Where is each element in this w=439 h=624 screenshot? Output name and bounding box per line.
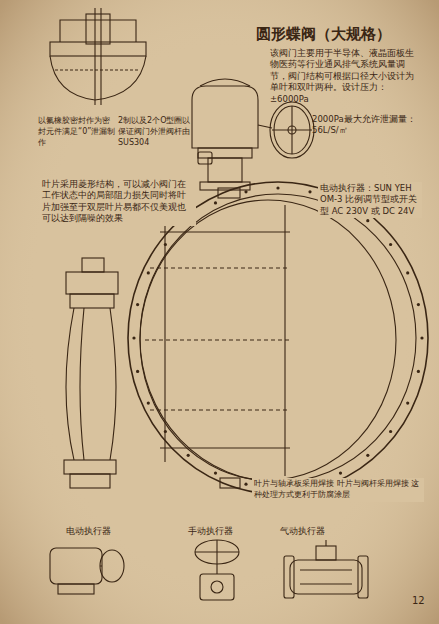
blade-note: 叶片采用菱形结构，可以减小阀门在工作状态中的局部阻力损失同时将叶片加强至于双层叶… xyxy=(40,178,196,226)
stem-note: 2制以及2个O型圈以保证阀门外泄阀杆由SUS304 xyxy=(118,116,198,148)
page-number: 12 xyxy=(412,594,425,608)
actuator-caption: 电动执行器 xyxy=(66,526,111,537)
description-note: 该阀门主要用于半导体、液晶面板生物医药等行业通风排气系统风量调节，阀门结构可根据… xyxy=(270,48,420,105)
page-title: 圆形蝶阀（大规格） xyxy=(256,24,391,44)
actuator-note: 电动执行器：SUN YEH OM-3 比例调节型或开关型 AC 230V 或 D… xyxy=(318,182,422,218)
spec-note: 2000Pa最大允许泄漏量：56L/S/㎡ xyxy=(312,114,422,137)
actuator-caption: 手动执行器 xyxy=(188,526,233,537)
actuator-caption: 气动执行器 xyxy=(280,526,325,537)
weld-note: 叶片与轴承板采用焊接 叶片与阀杆采用焊接 这种处理方式更利于防腐涂层 xyxy=(252,478,424,502)
seal-note: 以氟橡胶密封作为密封元件满足“0”泄漏制作 xyxy=(38,116,116,148)
